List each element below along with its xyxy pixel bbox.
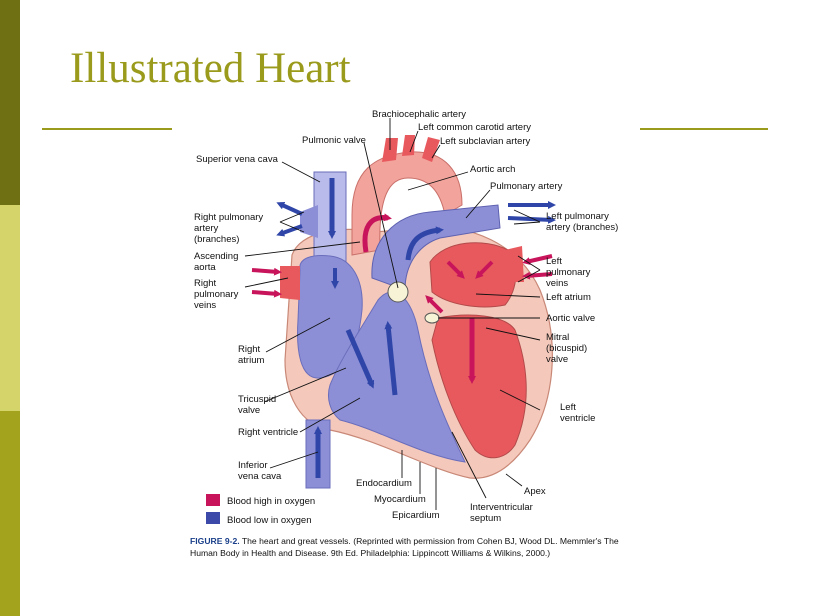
left-common-carotid-stub xyxy=(402,135,415,156)
legend-label-oxygen-high: Blood high in oxygen xyxy=(227,496,315,507)
arrow-blue-pulmonary xyxy=(405,226,444,261)
legend-swatch-oxygen-high xyxy=(206,494,220,506)
label-left-pulmonary-artery-2: artery (branches) xyxy=(546,222,618,233)
pulmonic-valve-shape xyxy=(387,281,409,303)
right-atrium-chamber xyxy=(297,255,363,379)
heart-illustration xyxy=(280,135,553,489)
label-tricuspid-valve-1: Tricuspid xyxy=(238,394,276,405)
aortic-valve-shape xyxy=(424,312,440,324)
label-left-subclavian-artery: Left subclavian artery xyxy=(440,136,531,147)
caption-line-2: Human Body in Health and Disease. 9th Ed… xyxy=(190,548,550,558)
arrow-red-la-2 xyxy=(475,260,494,279)
label-brachiocephalic-artery: Brachiocephalic artery xyxy=(372,109,466,120)
label-left-pulmonary-veins-1: Left xyxy=(546,256,562,267)
aortic-arch xyxy=(351,151,463,256)
label-ascending-aorta-1: Ascending xyxy=(194,251,238,262)
label-myocardium: Myocardium xyxy=(374,494,426,505)
label-aortic-valve: Aortic valve xyxy=(546,313,595,324)
label-right-pulmonary-veins-2: pulmonary xyxy=(194,289,239,300)
label-right-pulmonary-veins-3: veins xyxy=(194,300,216,311)
right-pulmonary-veins-stub xyxy=(280,266,300,300)
label-endocardium: Endocardium xyxy=(356,478,412,489)
label-interventricular-septum-1: Interventricular xyxy=(470,502,533,513)
label-right-pulmonary-artery-3: (branches) xyxy=(194,234,239,245)
left-subclavian-stub xyxy=(422,137,440,162)
left-pulmonary-veins-stub xyxy=(505,246,524,282)
left-accent-bar-bottom xyxy=(0,411,20,616)
arrow-red-rpv-2 xyxy=(251,289,282,298)
label-right-pulmonary-artery-2: artery xyxy=(194,223,219,234)
label-left-pulmonary-veins-3: veins xyxy=(546,278,568,289)
label-right-ventricle: Right ventricle xyxy=(238,427,298,438)
label-ascending-aorta-2: aorta xyxy=(194,262,216,273)
label-right-atrium-2: atrium xyxy=(238,355,264,366)
label-aortic-arch: Aortic arch xyxy=(470,164,515,175)
label-pulmonary-artery: Pulmonary artery xyxy=(490,181,563,192)
label-inferior-vena-cava-1: Inferior xyxy=(238,460,268,471)
label-mitral-valve-2: (bicuspid) xyxy=(546,343,587,354)
left-accent-bar-top xyxy=(0,0,20,205)
diagram-labels: Brachiocephalic artery Left common carot… xyxy=(194,109,618,524)
arrow-red-aorta xyxy=(362,213,392,253)
title-rule-left xyxy=(42,128,172,130)
caption-text-1: The heart and great vessels. (Reprinted … xyxy=(240,536,619,546)
arrow-blue-rpa-1 xyxy=(276,202,303,216)
label-left-pulmonary-artery-1: Left pulmonary xyxy=(546,211,609,222)
arrow-red-lpv-1 xyxy=(522,254,553,265)
label-inferior-vena-cava-2: vena cava xyxy=(238,471,282,482)
left-accent-bar-middle xyxy=(0,205,20,411)
right-ventricle-chamber xyxy=(327,291,466,463)
caption-figure-number: FIGURE 9-2. xyxy=(190,536,240,546)
flow-arrows xyxy=(251,178,556,478)
figure-caption: FIGURE 9-2. The heart and great vessels.… xyxy=(190,536,619,558)
legend-label-oxygen-low: Blood low in oxygen xyxy=(227,515,312,526)
title-rule-right xyxy=(640,128,768,130)
legend: Blood high in oxygen Blood low in oxygen xyxy=(206,494,315,526)
label-right-atrium-1: Right xyxy=(238,344,261,355)
leader-lines xyxy=(244,118,541,510)
label-left-common-carotid-artery: Left common carotid artery xyxy=(418,122,531,133)
slide-title: Illustrated Heart xyxy=(70,45,351,92)
arrow-blue-lpa-2 xyxy=(507,215,556,224)
arrow-red-lv-out xyxy=(425,295,444,314)
label-left-ventricle-1: Left xyxy=(560,402,576,413)
label-pulmonic-valve: Pulmonic valve xyxy=(302,135,366,146)
caption-line-1: FIGURE 9-2. The heart and great vessels.… xyxy=(190,536,619,546)
label-tricuspid-valve-2: valve xyxy=(238,405,260,416)
arrow-blue-rv-down xyxy=(345,329,375,389)
label-left-atrium: Left atrium xyxy=(546,292,591,303)
label-left-pulmonary-veins-2: pulmonary xyxy=(546,267,591,278)
label-right-pulmonary-veins-1: Right xyxy=(194,278,217,289)
label-mitral-valve-3: valve xyxy=(546,354,568,365)
arrow-red-rpv-1 xyxy=(251,267,282,276)
left-ventricle-chamber xyxy=(431,314,527,459)
legend-swatch-oxygen-low xyxy=(206,512,220,524)
arrow-red-la-1 xyxy=(446,260,465,279)
arrow-blue-rv-up xyxy=(384,321,398,396)
arrow-blue-rpa-2 xyxy=(276,224,303,237)
label-interventricular-septum-2: septum xyxy=(470,513,501,524)
label-epicardium: Epicardium xyxy=(392,510,440,521)
label-mitral-valve-1: Mitral xyxy=(546,332,569,343)
left-atrium-chamber xyxy=(429,242,517,308)
label-superior-vena-cava: Superior vena cava xyxy=(196,154,279,165)
label-apex: Apex xyxy=(524,486,546,497)
label-left-ventricle-2: ventricle xyxy=(560,413,595,424)
pulmonary-trunk xyxy=(371,204,501,291)
right-pulmonary-artery-branch xyxy=(300,205,318,238)
label-right-pulmonary-artery-1: Right pulmonary xyxy=(194,212,263,223)
